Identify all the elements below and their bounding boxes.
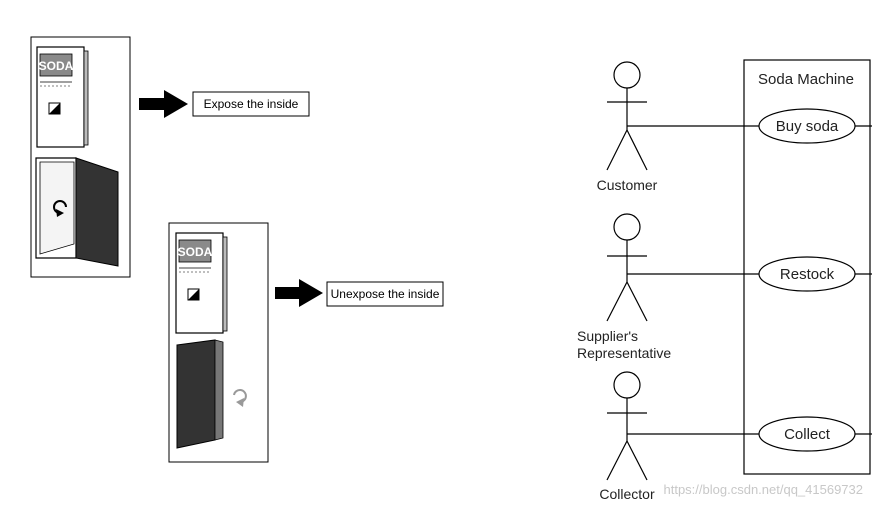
unexpose-arrow-icon [275,279,323,307]
closed-soda-machine-icon-2: SODA [175,232,228,334]
supplier-label-line2: Representative [577,345,671,361]
restock-usecase [758,256,856,292]
soda-sign-2: SODA [178,245,213,259]
customer-actor-icon [606,61,648,171]
watermark: https://blog.csdn.net/qq_41569732 [664,482,864,497]
unexpose-label: Unexpose the inside [331,287,440,301]
restock-label: Restock [780,266,835,283]
unexpose-label-box [326,281,444,307]
soda-sign: SODA [39,59,74,73]
collect-usecase [758,416,856,452]
closed-soda-machine-icon: SODA [36,46,89,148]
expose-label: Expose the inside [204,97,299,111]
supplier-label-line1: Supplier's [577,328,638,344]
customer-label: Customer [597,177,658,193]
unexpose-frame: SODA [168,222,269,463]
collector-actor-icon [606,371,648,481]
expose-label-box [192,91,310,117]
system-name: Soda Machine [758,71,854,88]
expose-frame: SODA [30,36,131,278]
buy-soda-usecase [758,108,856,144]
collector-label: Collector [599,486,655,502]
collect-label: Collect [784,426,831,443]
buy-soda-label: Buy soda [776,118,839,135]
opened-soda-machine-icon [35,157,119,267]
closing-soda-machine-icon [176,339,247,449]
supplier-actor-icon [606,213,648,322]
expose-arrow-icon [139,90,188,118]
